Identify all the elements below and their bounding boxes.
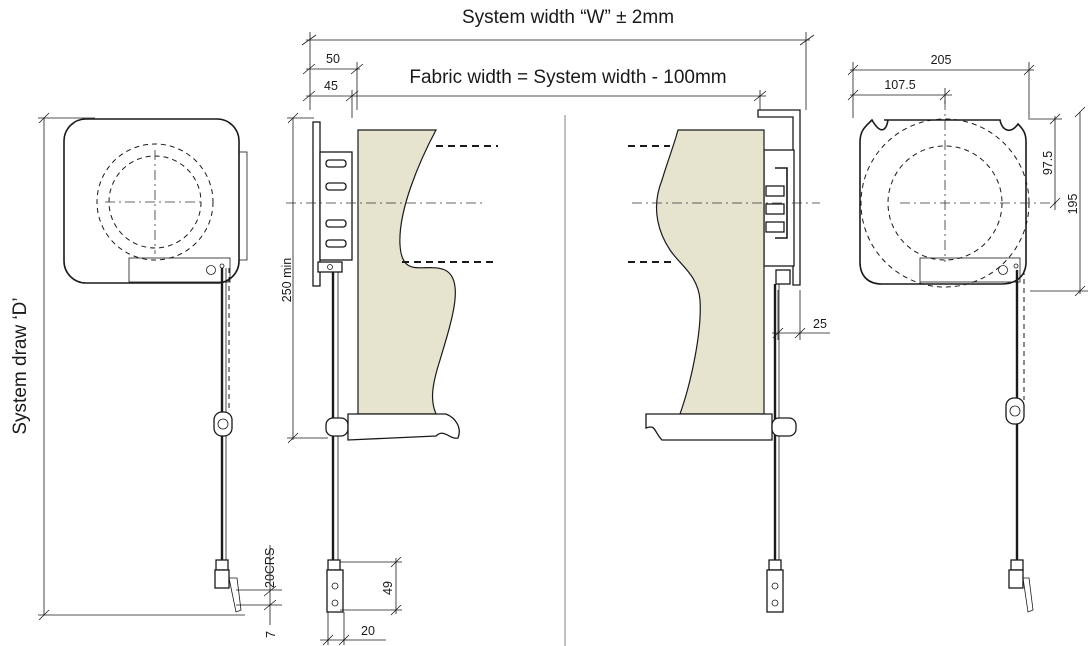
left-front-view	[286, 121, 498, 613]
dim-45: 45 Fabric width = System width - 100mm	[302, 67, 767, 118]
dim-97-5-label: 97.5	[1041, 151, 1055, 175]
left-side-view	[63, 118, 248, 613]
dim-107-5: 107.5	[847, 78, 952, 104]
dim-49-label: 49	[381, 581, 395, 595]
right-side-view	[859, 100, 1060, 613]
system-width-dimension: System width “W” ± 2mm	[301, 7, 815, 110]
dim-7-label: 7	[264, 631, 278, 638]
dim-50: 50	[302, 52, 364, 110]
right-front-view	[628, 109, 820, 613]
dim-25: 25	[772, 290, 830, 340]
dim-97-5: 97.5	[1028, 113, 1062, 210]
dim-20crs-label: 20CRS	[263, 548, 277, 588]
dim-20crs: 20CRS 7	[236, 545, 282, 638]
dim-205: 205	[847, 53, 1035, 118]
system-width-label: System width “W” ± 2mm	[462, 7, 674, 28]
dim-107-5-label: 107.5	[884, 78, 915, 92]
dim-195: 195	[1030, 106, 1088, 297]
dim-45-label: 45	[324, 79, 338, 93]
dim-250min-label: 250 min	[280, 258, 294, 303]
system-draw-label: System draw ‘D’	[10, 297, 31, 434]
dim-250min: 250 min	[280, 112, 328, 444]
fabric-width-label: Fabric width = System width - 100mm	[409, 67, 726, 88]
dim-49: 49	[340, 556, 402, 616]
dim-20-label: 20	[361, 624, 375, 638]
dim-205-label: 205	[931, 53, 952, 67]
dim-50-label: 50	[326, 52, 340, 66]
dim-195-label: 195	[1066, 194, 1080, 215]
system-draw-dimension: System draw ‘D’	[10, 112, 245, 621]
dim-25-label: 25	[813, 317, 827, 331]
dim-20: 20	[320, 612, 386, 646]
